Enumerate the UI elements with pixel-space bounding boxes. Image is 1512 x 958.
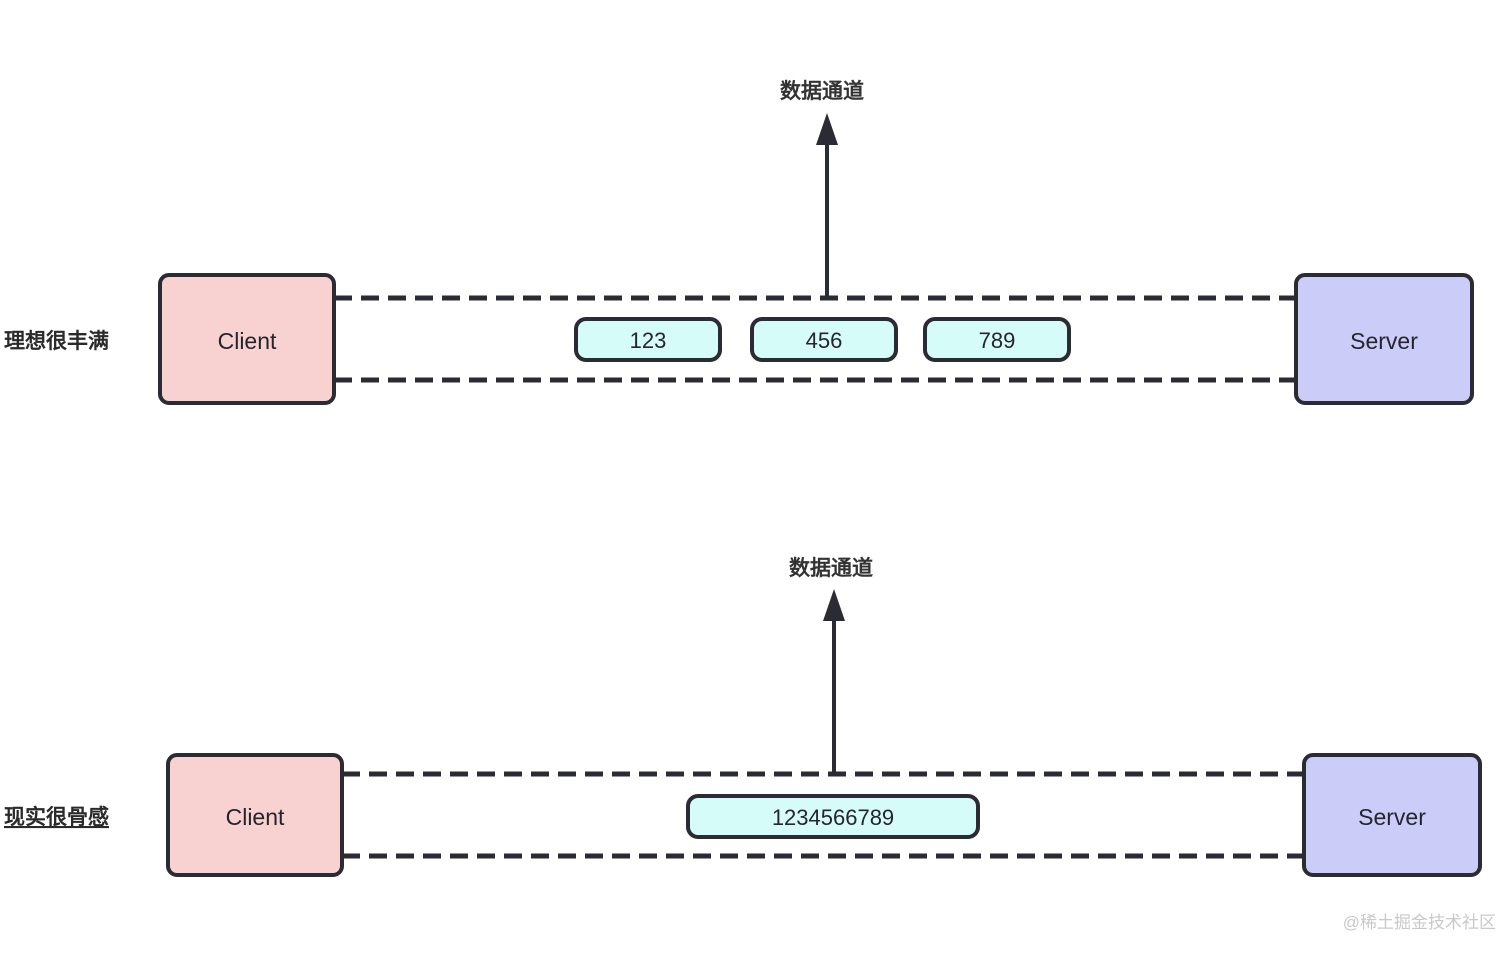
packet-label: 789 [979, 328, 1016, 353]
row-label-ideal: 理想很丰满 [4, 329, 109, 353]
channel-label-reality: 数据通道 [789, 556, 873, 580]
row-label-reality: 现实很骨感 [4, 805, 109, 829]
server-node-ideal[interactable] [1294, 273, 1474, 405]
watermark: @稀土掘金技术社区 [1343, 913, 1496, 932]
channel-arrow-head-reality [823, 589, 845, 621]
server-node-reality[interactable] [1302, 753, 1482, 877]
server-node-label-reality: Server [1358, 804, 1426, 830]
client-node-reality[interactable] [166, 753, 344, 877]
client-node-label-ideal: Client [218, 328, 277, 354]
packet-label: 123 [630, 328, 667, 353]
packet-box[interactable] [686, 794, 980, 839]
channel-label-ideal: 数据通道 [780, 79, 864, 103]
packet-label: 1234566789 [772, 805, 894, 830]
client-node-ideal[interactable] [158, 273, 336, 405]
diagram-row-reality: 数据通道 现实很骨感 Client Server 1234566789 [4, 556, 1482, 877]
packet-label: 456 [806, 328, 843, 353]
packet-box[interactable] [923, 317, 1071, 362]
channel-arrow-head-ideal [816, 113, 838, 145]
packet-box[interactable] [750, 317, 898, 362]
server-node-label-ideal: Server [1350, 328, 1418, 354]
diagram-row-ideal: 数据通道 理想很丰满 Client Server 123 456 789 [4, 79, 1474, 405]
client-node-label-reality: Client [226, 804, 285, 830]
packet-box[interactable] [574, 317, 722, 362]
